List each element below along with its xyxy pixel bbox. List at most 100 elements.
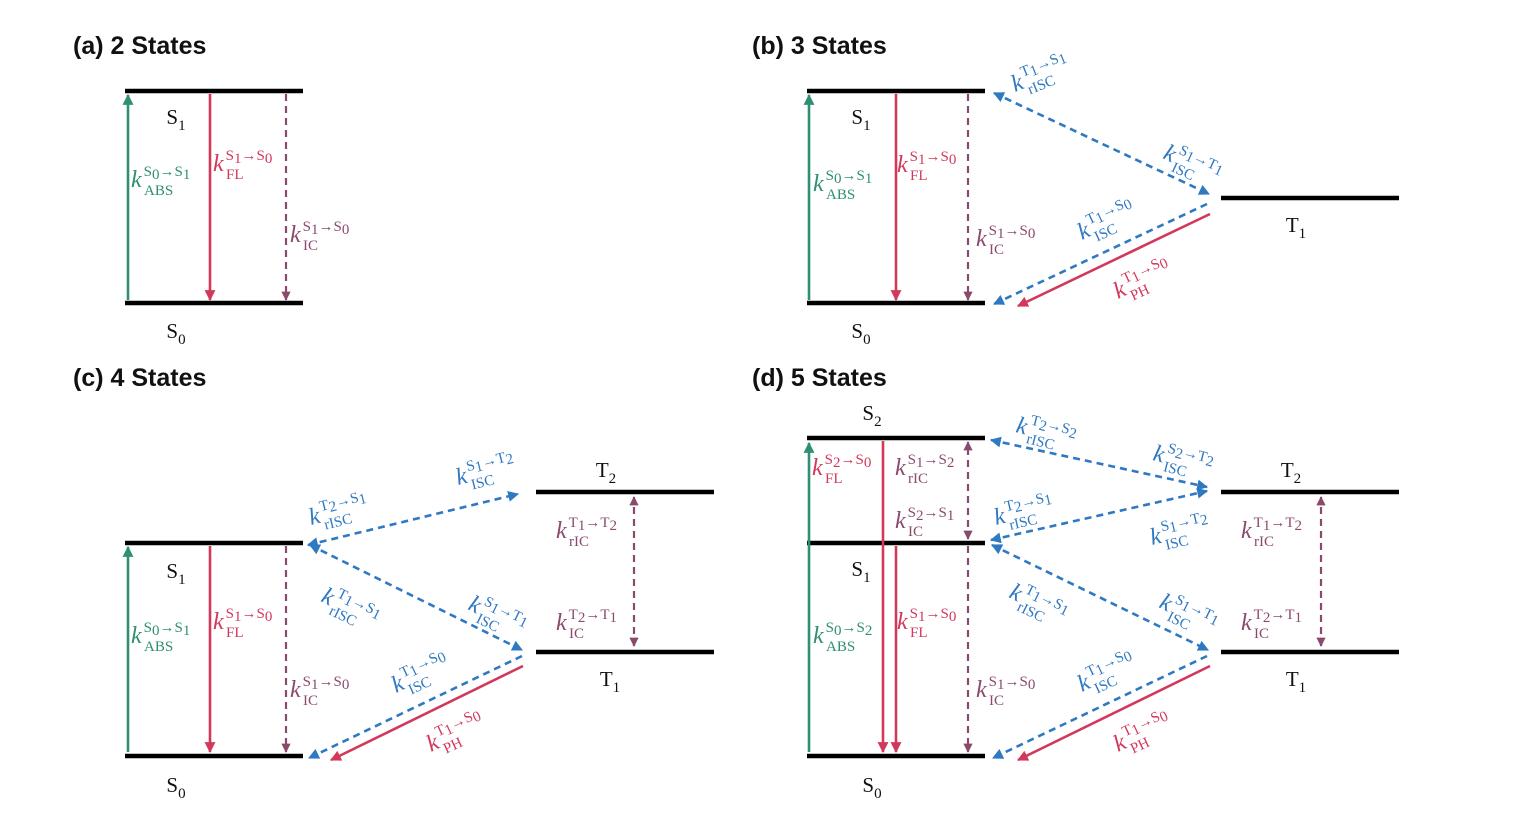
svg-text:FL: FL: [226, 625, 244, 641]
svg-text:kS1→T1: kS1→T1: [1159, 137, 1226, 189]
svg-text:kS2→S1: kS2→S1: [895, 505, 954, 534]
svg-text:kT2→T1: kT2→T1: [556, 607, 617, 636]
svg-text:rIC: rIC: [569, 534, 589, 550]
svg-text:ABS: ABS: [144, 183, 173, 199]
svg-text:rISC: rISC: [323, 511, 354, 533]
d-isc-s1-t1-arrow: [991, 543, 1209, 652]
svg-text:kS0→S1: kS0→S1: [131, 164, 190, 193]
svg-text:kS1→S0: kS1→S0: [213, 606, 272, 635]
svg-text:kS1→T2: kS1→T2: [452, 448, 517, 491]
d-state-t2: T2: [1281, 458, 1301, 487]
svg-text:kS0→S1: kS0→S1: [131, 620, 190, 649]
svg-text:kS1→S0: kS1→S0: [897, 149, 956, 178]
svg-text:kS1→S0: kS1→S0: [976, 674, 1035, 703]
svg-text:IC: IC: [303, 693, 318, 709]
svg-text:ABS: ABS: [826, 639, 855, 655]
b-state-s1: S1: [851, 105, 870, 134]
d-phosphorescence-arrow: [1017, 664, 1211, 762]
svg-text:FL: FL: [226, 167, 244, 183]
d-state-t1: T1: [1286, 667, 1306, 696]
svg-text:kS0→S2: kS0→S2: [813, 620, 872, 649]
b-state-t1: T1: [1286, 213, 1306, 242]
svg-text:PH: PH: [441, 735, 465, 758]
svg-text:ISC: ISC: [470, 472, 497, 493]
svg-text:kS1→S0: kS1→S0: [976, 223, 1035, 252]
b-isc-s1-t1-arrow: [993, 91, 1210, 196]
svg-text:kT1→S1: kT1→S1: [1005, 576, 1072, 628]
c-isc-s1-t2-arrow: [306, 491, 520, 548]
c-state-s0: S0: [166, 773, 185, 802]
a-state-s1: S1: [166, 105, 185, 134]
svg-text:kT1→S0: kT1→S0: [1072, 646, 1139, 698]
svg-text:rIC: rIC: [1254, 534, 1274, 550]
svg-text:kT1→S0: kT1→S0: [1108, 706, 1175, 758]
d-isc-s2-t2-arrow: [989, 436, 1209, 491]
svg-text:ABS: ABS: [826, 187, 855, 203]
svg-text:kS1→S0: kS1→S0: [213, 148, 272, 177]
b-isc-t1-s0-arrow: [993, 202, 1208, 306]
svg-text:ISC: ISC: [1162, 459, 1189, 480]
svg-text:PH: PH: [1128, 282, 1152, 305]
svg-text:ISC: ISC: [1164, 533, 1190, 554]
c-phosphorescence-arrow: [330, 664, 524, 762]
d-isc-t1-s0-arrow: [992, 654, 1208, 760]
c-isc-t1-s0-arrow: [308, 654, 523, 760]
svg-text:kT1→T2: kT1→T2: [556, 515, 617, 544]
svg-text:IC: IC: [303, 238, 318, 254]
svg-text:IC: IC: [908, 524, 923, 540]
svg-text:ABS: ABS: [144, 639, 173, 655]
b-state-s0: S0: [851, 319, 870, 348]
svg-text:kS1→S0: kS1→S0: [290, 674, 349, 703]
svg-text:kS1→T1: kS1→T1: [1155, 586, 1222, 638]
svg-text:kT1→T2: kT1→T2: [1241, 515, 1302, 544]
c-state-t1: T1: [600, 667, 620, 696]
svg-text:IC: IC: [989, 693, 1004, 709]
svg-text:rISC: rISC: [1008, 512, 1039, 534]
svg-text:kS2→T2: kS2→T2: [1151, 438, 1216, 481]
svg-text:kS0→S1: kS0→S1: [813, 168, 872, 197]
c-state-t2: T2: [596, 458, 616, 487]
svg-text:IC: IC: [989, 242, 1004, 258]
svg-text:kT2→T1: kT2→T1: [1241, 607, 1302, 636]
d-state-s0: S0: [862, 773, 881, 802]
svg-text:FL: FL: [910, 625, 928, 641]
d-isc-s1-t2-arrow: [989, 487, 1209, 544]
b-phosphorescence-arrow: [1017, 212, 1211, 308]
panel-c-title: (c) 4 States: [73, 364, 206, 392]
panel-d-title: (d) 5 States: [752, 364, 887, 392]
svg-text:IC: IC: [569, 626, 584, 642]
c-state-s1: S1: [166, 559, 185, 588]
d-state-s1: S1: [851, 557, 870, 586]
svg-text:kS2→S0: kS2→S0: [812, 452, 871, 481]
svg-text:PH: PH: [1128, 735, 1152, 758]
svg-text:rIC: rIC: [908, 471, 928, 487]
